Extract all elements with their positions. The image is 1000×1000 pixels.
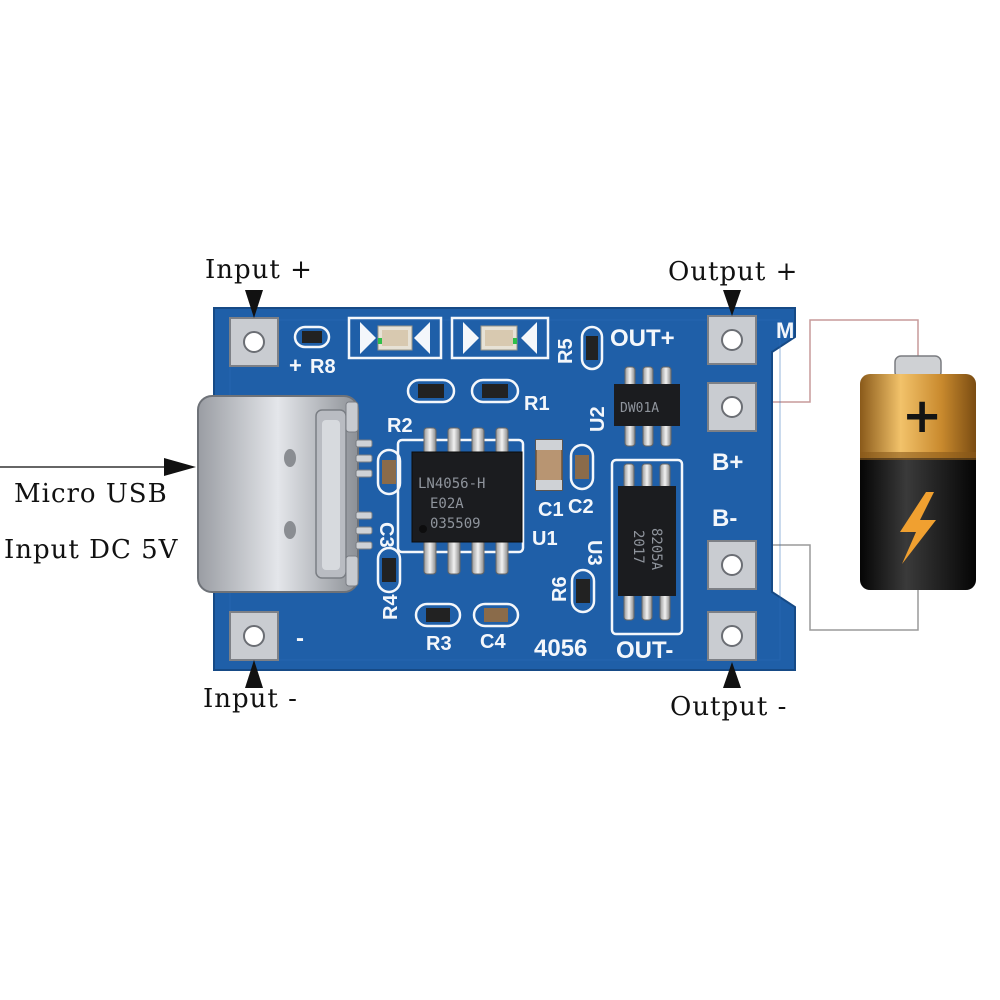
r3-footprint: [414, 602, 462, 628]
arrow-output-plus: [723, 290, 741, 316]
silk-m: M: [776, 318, 794, 343]
led-blue: [450, 316, 550, 360]
silk-c2: C2: [568, 496, 594, 518]
silk-u1: U1: [532, 528, 558, 550]
battery-plus-wire: [772, 319, 919, 403]
silk-c1: C1: [538, 499, 564, 521]
battery-minus-wire: [772, 544, 919, 631]
u3-marking-2: 2017: [630, 530, 646, 564]
r1-footprint: [470, 378, 520, 404]
u3-marking-1: 8205A: [648, 528, 664, 571]
silk-minus: -: [296, 625, 304, 652]
pad-out-minus: [707, 611, 757, 661]
silk-r8: R8: [310, 356, 336, 378]
r6-footprint: [570, 568, 596, 614]
arrow-usb-input: [0, 458, 196, 476]
silk-r3: R3: [426, 633, 452, 655]
u2-chip: DW01A: [614, 366, 680, 447]
r4-footprint: [376, 546, 402, 594]
pad-b-plus: [707, 382, 757, 432]
r5-footprint: [580, 325, 604, 371]
u1-marking-3: 035509: [430, 516, 481, 532]
callout-input-minus: Input -: [203, 684, 298, 714]
silk-r2: R2: [387, 415, 413, 437]
silk-out-minus: OUT-: [616, 637, 673, 664]
callout-input-plus: Input +: [205, 255, 313, 285]
silk-board-id: 4056: [534, 635, 587, 662]
silk-r5: R5: [555, 338, 577, 364]
arrow-input-plus: [245, 290, 263, 318]
silk-r6: R6: [549, 576, 571, 602]
arrow-output-minus: [723, 662, 741, 688]
silk-r4: R4: [380, 594, 402, 620]
pad-b-minus: [707, 540, 757, 590]
battery-illustration: +: [860, 355, 976, 590]
arrow-input-minus: [245, 660, 263, 688]
pad-input-minus: [229, 611, 279, 661]
silk-out-plus: OUT+: [610, 325, 675, 352]
r8-footprint: [293, 325, 331, 349]
callout-usb-line2: Input DC 5V: [4, 535, 179, 565]
c3-footprint: [376, 448, 402, 496]
usb-c-connector: [197, 395, 373, 593]
silk-c4: C4: [480, 631, 506, 653]
callout-output-plus: Output +: [668, 257, 798, 287]
silk-c3: C3: [375, 522, 397, 548]
u1-marking-2: E02A: [430, 496, 464, 512]
battery-plus-symbol: +: [902, 388, 942, 444]
c1-capacitor: [535, 439, 563, 491]
silk-b-plus: B+: [712, 449, 743, 476]
u1-marking-1: LN4056-H: [418, 476, 485, 492]
silk-r1: R1: [524, 393, 550, 415]
lightning-bolt-icon: [900, 492, 936, 564]
callout-output-minus: Output -: [670, 692, 787, 722]
u1-chip: LN4056-H E02A 035509: [396, 427, 525, 575]
silk-b-minus: B-: [712, 505, 737, 532]
u2-marking: DW01A: [620, 401, 659, 416]
pad-out-plus: [707, 315, 757, 365]
c4-footprint: [472, 602, 520, 628]
silk-u3: U3: [583, 540, 605, 566]
r2-footprint: [406, 378, 456, 404]
callout-usb-line1: Micro USB: [14, 479, 168, 509]
u3-chip: 8205A 2017: [610, 458, 684, 636]
silk-u2: U2: [587, 406, 609, 432]
silk-plus: +: [289, 353, 302, 378]
pad-input-plus: [229, 317, 279, 367]
c2-footprint: [569, 443, 595, 491]
led-red: [347, 316, 443, 360]
